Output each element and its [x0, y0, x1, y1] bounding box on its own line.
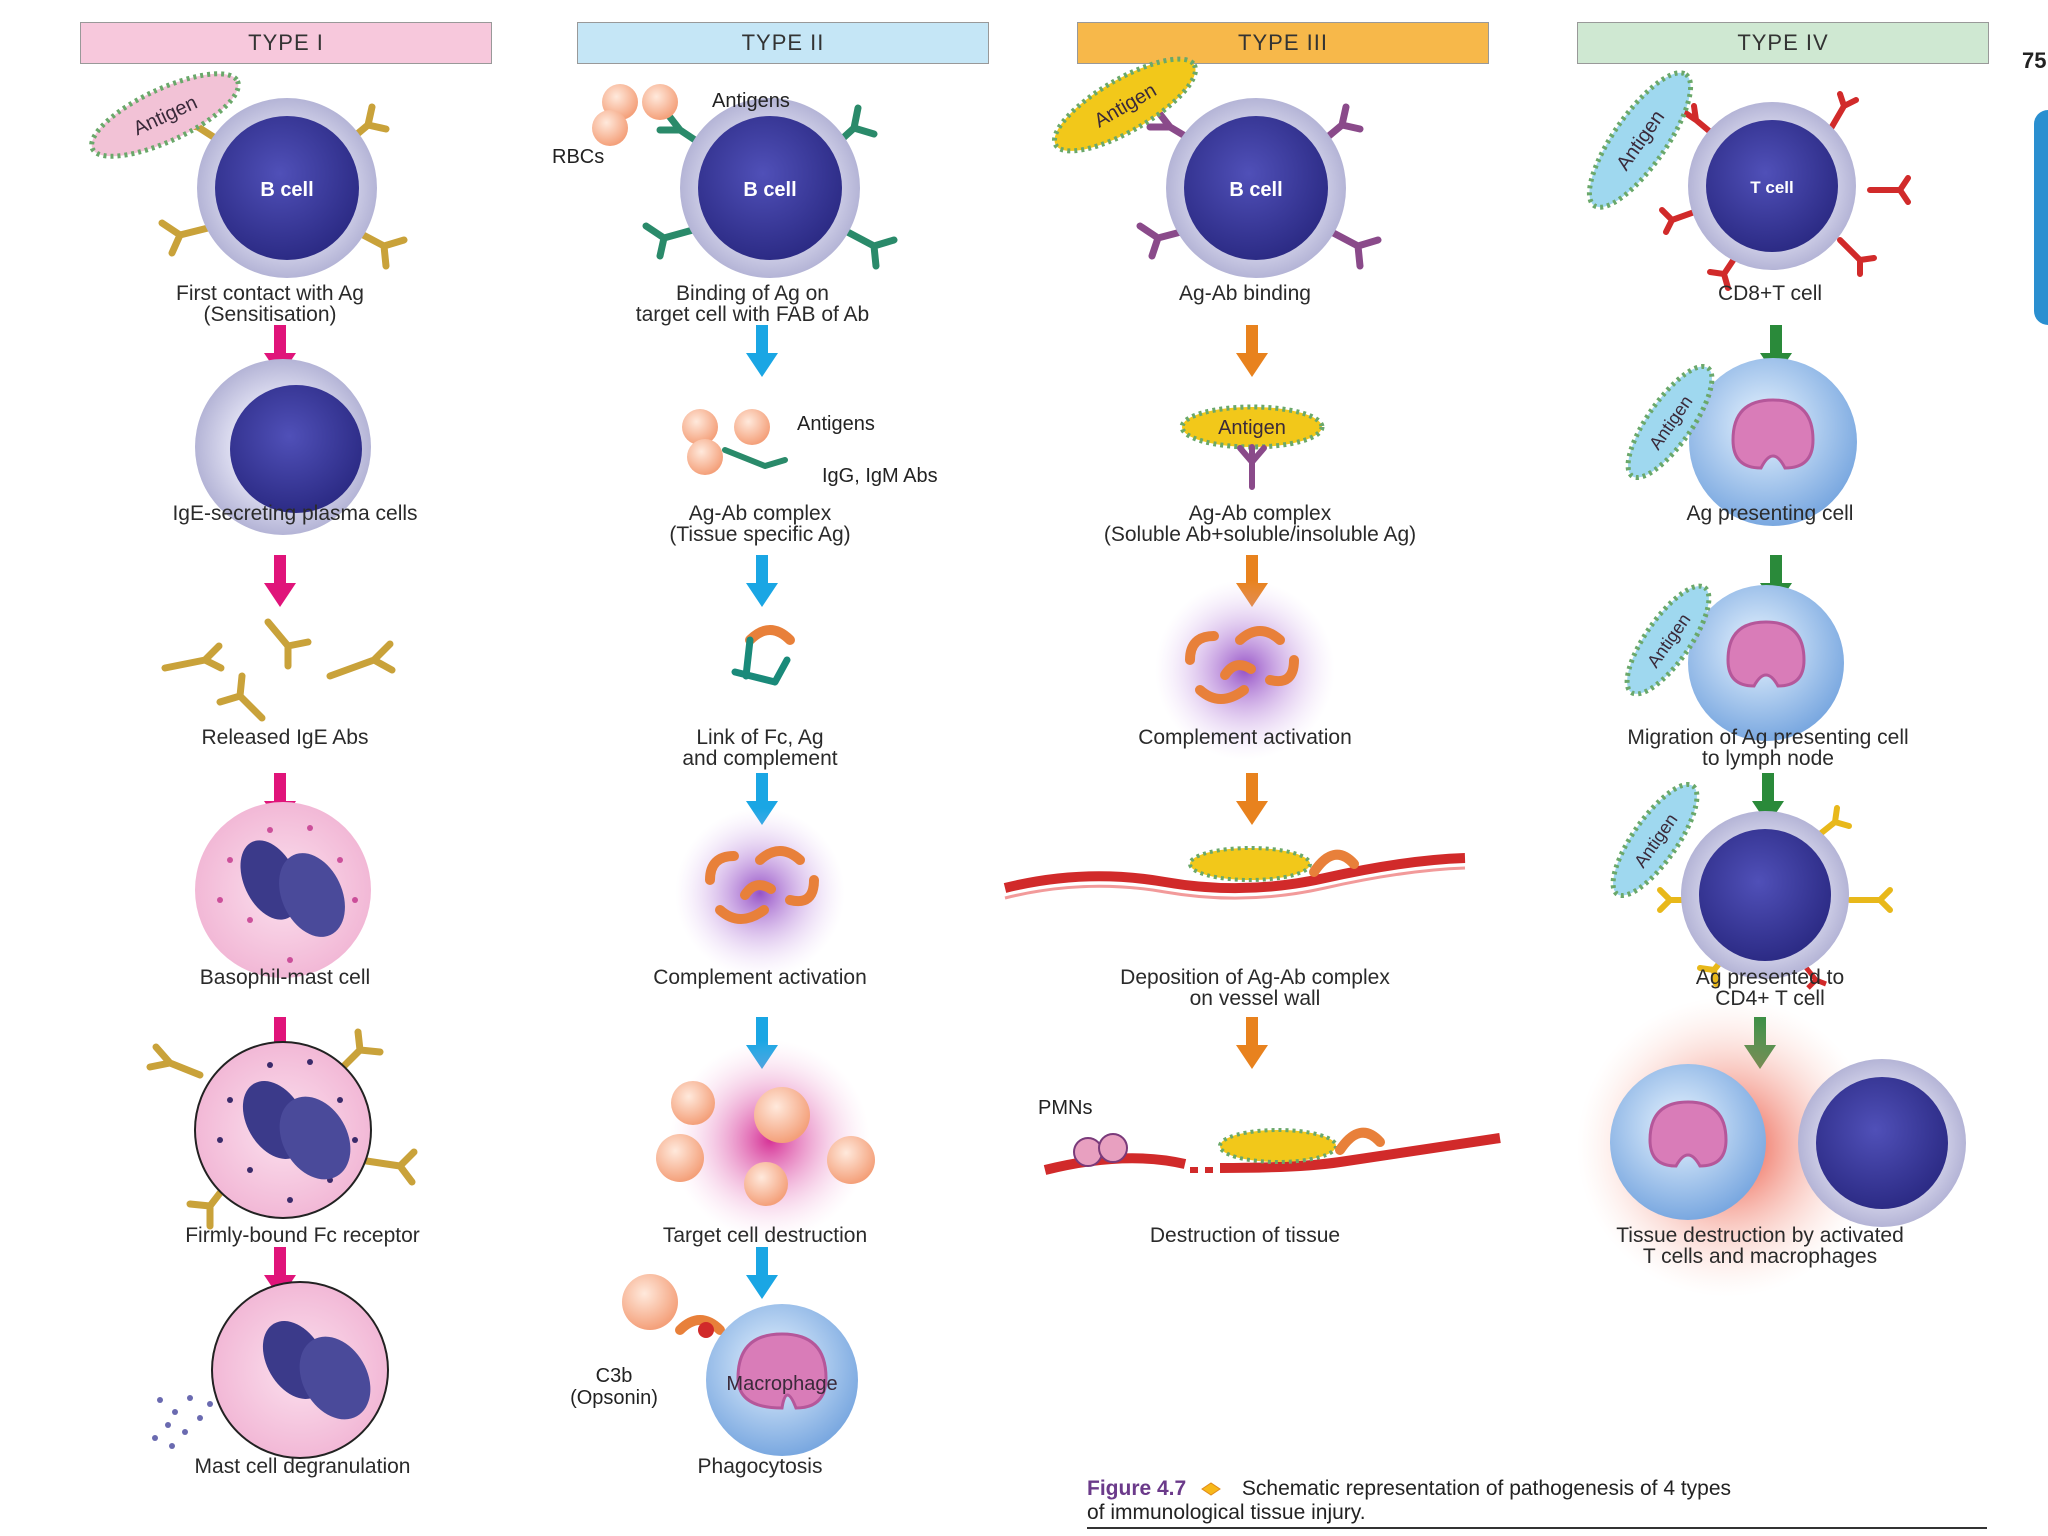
type2-phagocytosis: Macrophage C3b (Opsonin) [570, 1274, 858, 1456]
type1-step2-label: IgE-secreting plasma cells [172, 502, 418, 525]
type1-step4-label: Basophil-mast cell [199, 966, 371, 989]
type1-ige-antibodies [161, 618, 396, 722]
type2-step3-label: Link of Fc, Ag and complement [580, 727, 940, 769]
type3-ag-ab-complex: Antigen [1179, 404, 1325, 490]
svg-text:PMNs: PMNs [1038, 1097, 1092, 1119]
type3-step1-label: Ag-Ab binding [1179, 282, 1311, 305]
type4-step4-line1: Ag presented to [1695, 966, 1845, 989]
type2-fc-complement-link [731, 625, 795, 686]
svg-text:RBCs: RBCs [552, 146, 604, 168]
svg-text:B cell: B cell [1229, 179, 1282, 201]
header-type-2: TYPE II [577, 22, 989, 64]
type1-step1-line1: First contact with Ag [176, 282, 364, 305]
type3-vessel-deposition [1003, 846, 1466, 900]
side-tab-marker [2034, 110, 2048, 325]
svg-text:(Opsonin): (Opsonin) [570, 1387, 658, 1409]
type4-step4-line2: CD4+ T cell [1715, 987, 1825, 1010]
type4-step1-label: CD8+T cell [1717, 282, 1823, 305]
type1-degranulation [152, 1281, 389, 1459]
type2-step1-label: Binding of Ag on target cell with FAB of… [570, 283, 935, 325]
type1-step1-label: First contact with Ag (Sensitisation) [110, 283, 430, 325]
type4-step3-label: Migration of Ag presenting cell to lymph… [1568, 727, 1968, 769]
type2-ag-ab-complex: Antigens IgG, IgM Abs [682, 409, 938, 487]
svg-text:Antigens: Antigens [797, 413, 875, 435]
type3-step4-line1: Deposition of Ag-Ab complex [1120, 966, 1390, 989]
svg-text:T cell: T cell [1750, 178, 1793, 197]
type4-ag-presenting-cell: Antigen [1625, 358, 1857, 526]
type2-step1-line2: target cell with FAB of Ab [635, 303, 870, 326]
figure-number: Figure 4.7 [1087, 1477, 1187, 1500]
type2-complement-activation [675, 808, 845, 978]
type4-tissue-destruction [1577, 997, 1966, 1297]
type2-target-cell-destruction [656, 1040, 875, 1240]
caption-line2: of immunological tissue injury. [1087, 1501, 1366, 1524]
type3-step2-line1: Ag-Ab complex [1188, 502, 1332, 525]
type2-step5-label: Target cell destruction [662, 1224, 868, 1247]
type2-step2-label: Ag-Ab complex (Tissue specific Ag) [580, 503, 940, 545]
header-type-1: TYPE I [80, 22, 492, 64]
type3-step2-line2: (Soluble Ab+soluble/insoluble Ag) [1103, 523, 1417, 546]
type1-basophil [195, 802, 371, 978]
type4-step5-line1: Tissue destruction by activated [1616, 1224, 1904, 1247]
type4-step5-line2: T cells and macrophages [1642, 1245, 1878, 1268]
svg-text:B cell: B cell [260, 179, 313, 201]
type4-step4-label: Ag presented to CD4+ T cell [1590, 967, 1950, 1009]
svg-text:Antigen: Antigen [1218, 417, 1286, 439]
type3-step4-label: Deposition of Ag-Ab complex on vessel wa… [1050, 967, 1460, 1009]
page-number: 75 [2022, 48, 2047, 73]
header-type-3: TYPE III [1077, 22, 1489, 64]
type4-t-cell: T cell Antigen [1586, 70, 1911, 291]
type3-tissue-destruction: PMNs [1038, 1097, 1501, 1175]
type3-step4-line2: on vessel wall [1189, 987, 1321, 1010]
svg-text:Antigens: Antigens [712, 90, 790, 112]
type1-step3-label: Released IgE Abs [201, 726, 369, 749]
caption-line1: Schematic representation of pathogenesis… [1241, 1477, 1732, 1500]
type2-step3-line2: and complement [682, 747, 838, 770]
svg-text:Macrophage: Macrophage [726, 1373, 837, 1395]
type2-step6-label: Phagocytosis [697, 1455, 823, 1478]
type4-step3-line2: to lymph node [1702, 747, 1834, 770]
figure-caption: Figure 4.7 Schematic representation of p… [1087, 1477, 1987, 1529]
type4-presentation-cd4: Antigen [1610, 781, 1893, 990]
type3-complement-activation [1155, 580, 1335, 760]
type3-b-cell: B cell Antigen [1052, 56, 1382, 278]
type2-step3-line1: Link of Fc, Ag [696, 726, 824, 749]
header-type-4: TYPE IV [1577, 22, 1989, 64]
type1-plasma-cell [195, 359, 371, 535]
type2-step4-label: Complement activation [653, 966, 867, 989]
type3-step3-label: Complement activation [1138, 726, 1352, 749]
type3-step5-label: Destruction of tissue [1149, 1224, 1341, 1247]
type1-step5-label: Firmly-bound Fc receptor [185, 1224, 420, 1247]
type2-b-cell-rbcs: B cell Antigens RBCs [552, 84, 898, 278]
type4-step5-label: Tissue destruction by activated T cells … [1550, 1225, 1970, 1267]
diamond-icon [1201, 1482, 1221, 1497]
type3-step2-label: Ag-Ab complex (Soluble Ab+soluble/insolu… [1035, 503, 1485, 545]
type4-migrating-apc: Antigen [1624, 583, 1844, 741]
type1-b-cell: B cell Antigen [89, 71, 408, 278]
type4-step2-label: Ag presenting cell [1686, 502, 1854, 525]
type4-step3-line1: Migration of Ag presenting cell [1627, 726, 1909, 749]
type1-step6-label: Mast cell degranulation [194, 1455, 411, 1478]
type1-mast-cell-fc [146, 1028, 418, 1230]
svg-text:IgG, IgM Abs: IgG, IgM Abs [822, 465, 938, 487]
svg-text:B cell: B cell [743, 179, 796, 201]
type2-step2-line2: (Tissue specific Ag) [669, 523, 851, 546]
type2-step1-line1: Binding of Ag on [676, 282, 829, 305]
type2-step2-line1: Ag-Ab complex [688, 502, 832, 525]
svg-text:C3b: C3b [596, 1365, 633, 1387]
type1-step1-line2: (Sensitisation) [203, 303, 337, 326]
